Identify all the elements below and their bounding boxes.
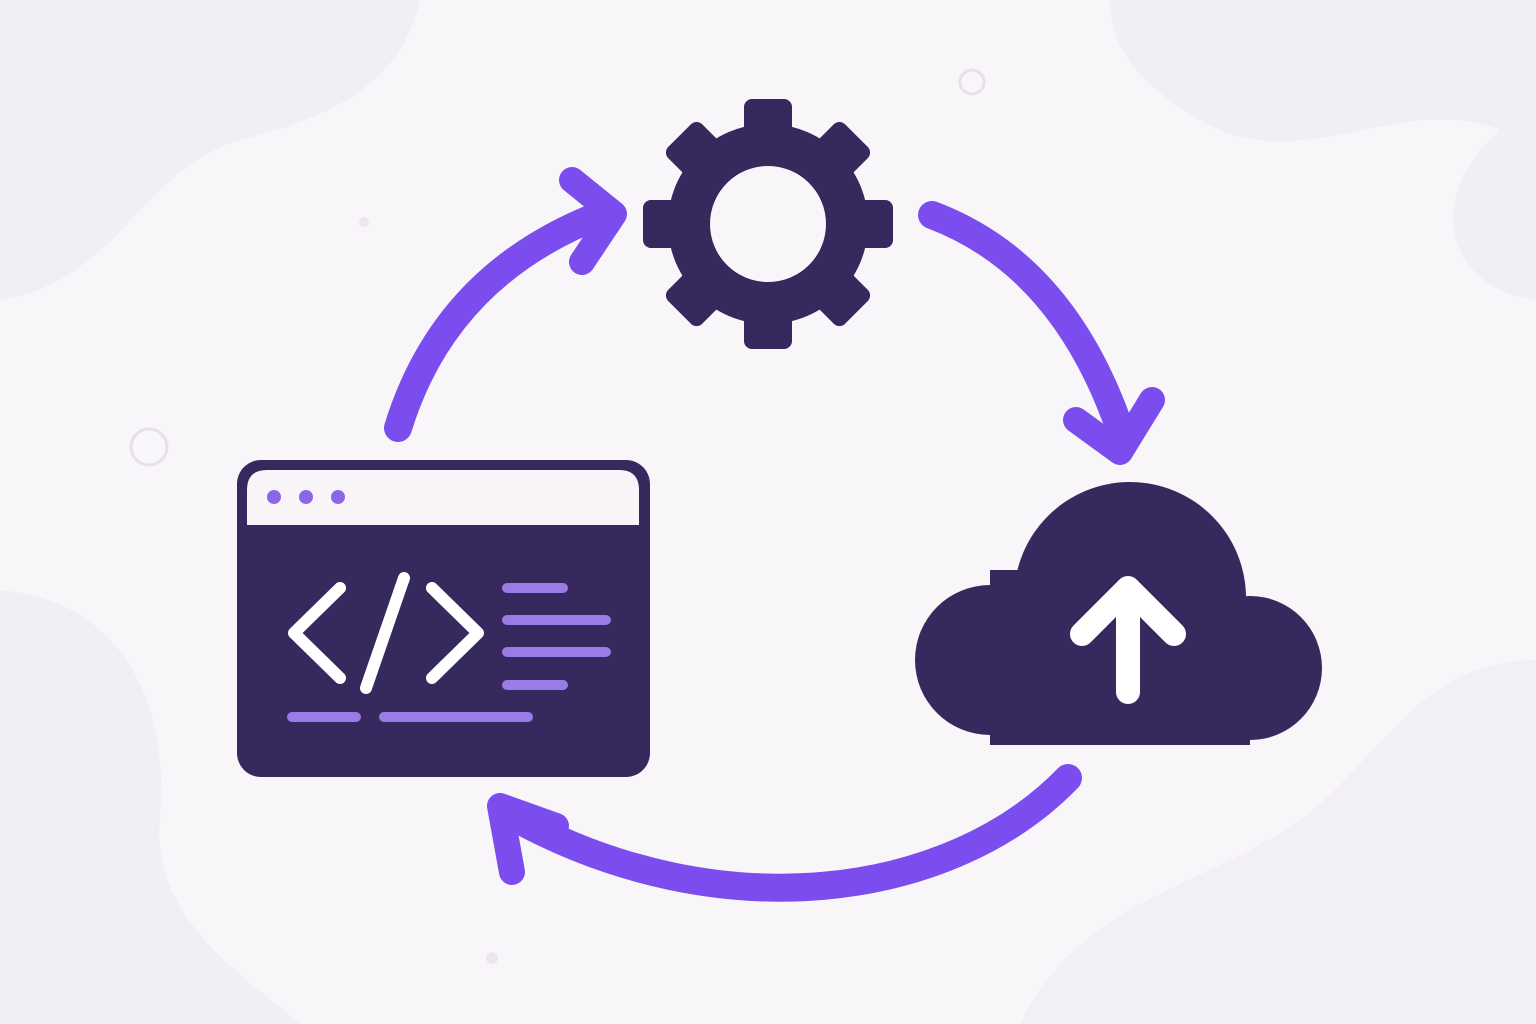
gear-tooth (665, 263, 729, 327)
arrow-code-to-build (384, 167, 627, 442)
gear-tooth (807, 121, 871, 185)
code-lines (287, 583, 611, 722)
gear-tooth (843, 200, 893, 248)
upload-arrow-icon (1070, 576, 1186, 704)
gear-tooth (665, 121, 729, 185)
window-dot (299, 490, 313, 504)
gear-tooth (643, 200, 693, 248)
window-dot (267, 490, 281, 504)
gear-tooth (744, 99, 792, 149)
arrow-deploy-to-code (487, 764, 1082, 902)
code-window-icon (237, 460, 650, 777)
gear-tooth (807, 263, 871, 327)
gear-tooth (744, 299, 792, 349)
code-brackets-icon (288, 572, 484, 694)
window-dot (331, 490, 345, 504)
arrow-build-to-deploy (918, 201, 1165, 465)
gear-icon (643, 99, 893, 349)
cloud-upload-icon (915, 482, 1322, 745)
